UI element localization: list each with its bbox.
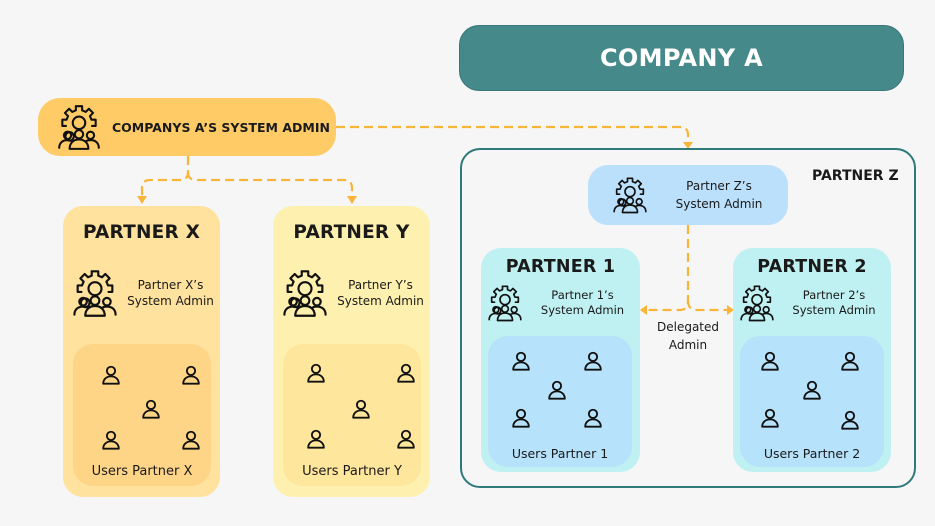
admin-gear-group-icon <box>610 175 650 215</box>
admin-gear-group-icon <box>737 283 777 323</box>
partner-2-admin: Partner 2’s System Admin <box>733 283 891 323</box>
arrowhead-partner-2 <box>727 305 734 315</box>
user-icon <box>180 429 202 451</box>
partner-y-users-label: Users Partner Y <box>302 464 402 479</box>
partner-y-admin-label: Partner Y’s System Admin <box>337 278 424 308</box>
admin-gear-group-icon <box>279 267 331 319</box>
user-icon <box>759 407 781 429</box>
partner-2-users-group: Users Partner 2 <box>740 336 884 467</box>
company-system-admin-node: COMPANYS A’S SYSTEM ADMIN <box>38 98 336 156</box>
partner-x-title: PARTNER X <box>82 222 201 243</box>
partner-z-frame <box>460 148 916 488</box>
partner-x-card: PARTNER X Partner X’s System Admin Users… <box>63 206 220 497</box>
partner-1-users-label: Users Partner 1 <box>511 446 609 461</box>
partner-x-users-group: Users Partner X <box>73 344 211 486</box>
partner-x-admin: Partner X’s System Admin <box>63 267 220 319</box>
connector-admin-down <box>140 156 190 197</box>
user-icon <box>100 364 122 386</box>
admin-gear-group-icon <box>54 102 104 152</box>
arrowhead-partner-y <box>347 196 357 204</box>
arrowhead-partner-x <box>137 196 147 204</box>
user-icon <box>350 398 372 420</box>
user-icon <box>582 407 604 429</box>
partner-y-users-group: Users Partner Y <box>283 344 421 486</box>
partner-2-card: PARTNER 2 Partner 2’s System Admin Users… <box>733 248 891 472</box>
company-system-admin-label: COMPANYS A’S SYSTEM ADMIN <box>112 119 330 135</box>
partner-1-users-group: Users Partner 1 <box>488 336 632 467</box>
connector-admin-to-partner-y <box>186 171 354 197</box>
partner-1-admin-label: Partner 1’s System Admin <box>540 288 625 317</box>
partner-y-card: PARTNER Y Partner Y’s System Admin Users… <box>273 206 430 497</box>
user-icon <box>546 379 568 401</box>
partner-1-card: PARTNER 1 Partner 1’s System Admin Users… <box>481 248 640 472</box>
user-icon <box>510 407 532 429</box>
user-icon <box>180 364 202 386</box>
partner-y-admin: Partner Y’s System Admin <box>273 267 430 319</box>
company-title-banner: COMPANY A <box>459 25 904 91</box>
company-title: COMPANY A <box>600 44 763 72</box>
partner-1-admin: Partner 1’s System Admin <box>481 283 640 323</box>
partner-y-title: PARTNER Y <box>293 222 410 243</box>
arrowhead-partner-z <box>683 142 693 149</box>
connector-admin-to-partner-z <box>336 125 690 143</box>
partner-x-users-label: Users Partner X <box>91 464 193 479</box>
admin-gear-group-icon <box>485 283 525 323</box>
partner-2-admin-label: Partner 2’s System Admin <box>792 288 876 317</box>
user-icon <box>839 350 861 372</box>
user-icon <box>759 350 781 372</box>
user-icon <box>395 428 417 450</box>
user-icon <box>839 409 861 431</box>
user-icon <box>582 350 604 372</box>
user-icon <box>100 429 122 451</box>
connector-zadmin-to-p2 <box>686 299 728 312</box>
user-icon <box>305 428 327 450</box>
admin-gear-group-icon <box>69 267 121 319</box>
partner-x-admin-label: Partner X’s System Admin <box>127 278 214 308</box>
partner-z-title: PARTNER Z <box>812 168 899 184</box>
user-icon <box>395 362 417 384</box>
partner-2-users-label: Users Partner 2 <box>763 446 861 461</box>
user-icon <box>510 350 532 372</box>
partner-2-title: PARTNER 2 <box>757 257 867 277</box>
partner-z-admin-node: Partner Z’s System Admin <box>588 165 788 225</box>
delegated-admin-label: Delegated Admin <box>656 320 719 352</box>
user-icon <box>801 379 823 401</box>
user-icon <box>305 362 327 384</box>
arrowhead-partner-1 <box>640 305 647 315</box>
partner-z-admin-label: Partner Z’s System Admin <box>675 179 763 211</box>
partner-1-title: PARTNER 1 <box>505 257 616 277</box>
user-icon <box>140 398 162 420</box>
